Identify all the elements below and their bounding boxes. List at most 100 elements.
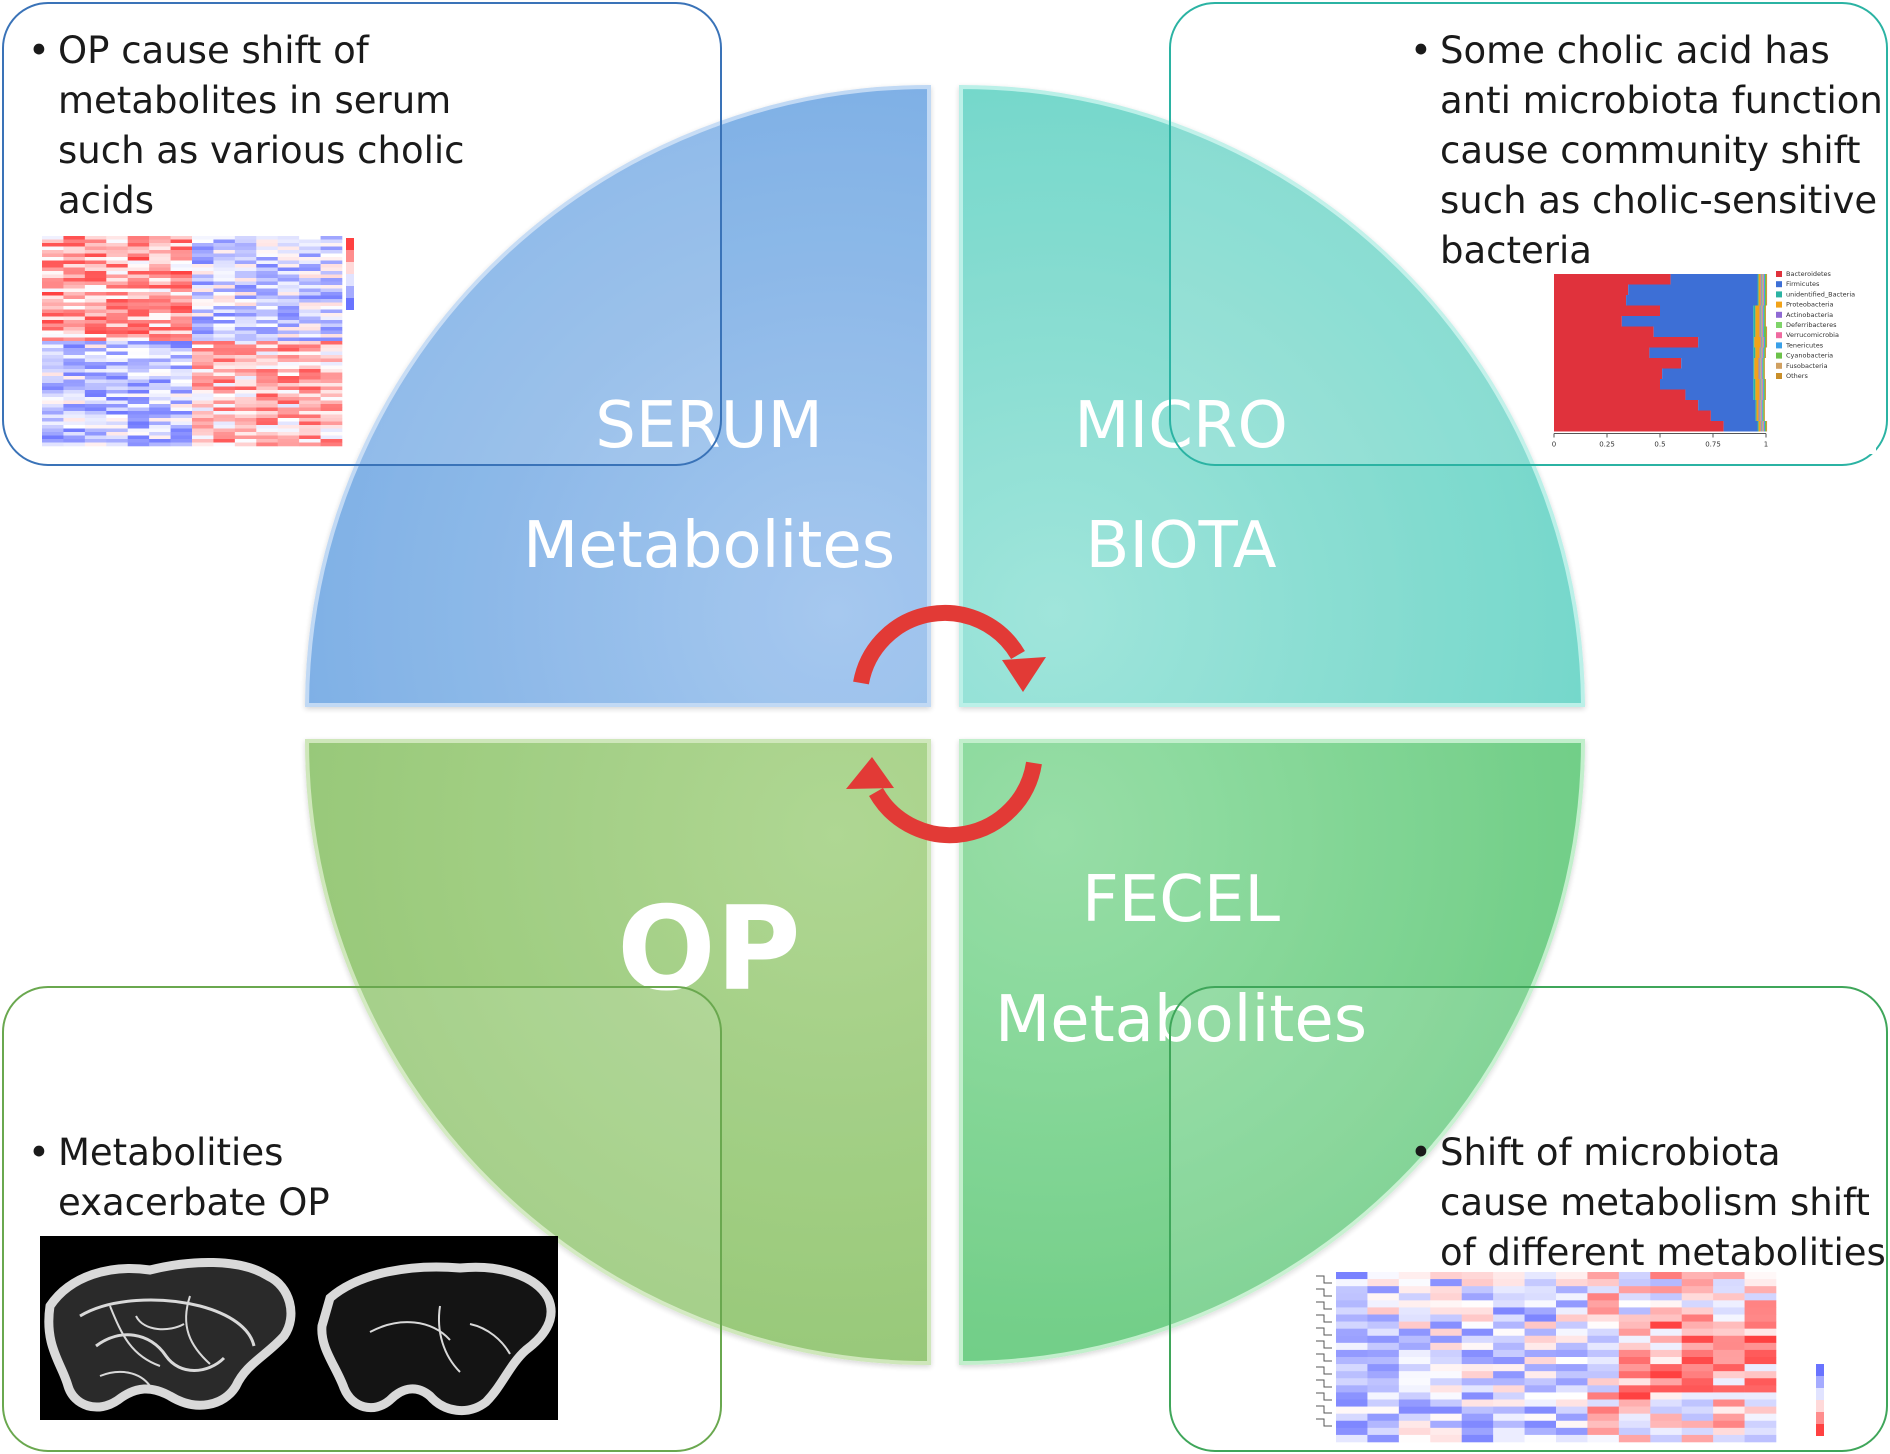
- heatmap-cell: [1681, 1413, 1714, 1422]
- bar-segment: [1766, 326, 1768, 337]
- heatmap-cell: [106, 390, 129, 394]
- heatmap-cell: [1713, 1413, 1745, 1422]
- heatmap-cell: [1618, 1279, 1651, 1287]
- heatmap-cell: [1461, 1293, 1494, 1301]
- heatmap-cell: [63, 404, 86, 408]
- heatmap-cell: [170, 365, 193, 370]
- heatmap-legend-swatch: [1816, 1400, 1824, 1412]
- heatmap-cell: [63, 421, 86, 426]
- bar-segment: [1760, 400, 1762, 411]
- heatmap-cell: [192, 341, 214, 345]
- bar-segment: [1761, 368, 1763, 379]
- heatmap-cell: [84, 295, 107, 300]
- heatmap-cell: [1430, 1286, 1463, 1294]
- bar-segment: [1758, 295, 1761, 306]
- heatmap-cell: [170, 355, 193, 359]
- heatmap-cell: [127, 351, 150, 356]
- heatmap-cell: [84, 271, 107, 275]
- serum-heatmap: [40, 234, 360, 448]
- heatmap-cell: [277, 404, 300, 408]
- heatmap-cell: [42, 421, 64, 426]
- heatmap-cell: [320, 358, 343, 363]
- dendrogram-branch: [1316, 1327, 1332, 1336]
- heatmap-cell: [299, 341, 321, 345]
- heatmap-cell: [1587, 1364, 1620, 1372]
- heatmap-cell: [234, 281, 257, 286]
- heatmap-cell: [1461, 1427, 1494, 1436]
- heatmap-cell: [234, 257, 257, 261]
- heatmap-cell: [1524, 1328, 1557, 1337]
- heatmap-cell: [1461, 1279, 1494, 1287]
- heatmap-cell: [1430, 1328, 1463, 1337]
- heatmap-cell: [234, 239, 257, 244]
- heatmap-cell: [42, 379, 64, 384]
- heatmap-cell: [42, 243, 64, 247]
- heatmap-cell: [1713, 1371, 1745, 1379]
- heatmap-cell: [63, 246, 86, 251]
- heatmap-cell: [127, 386, 150, 391]
- heatmap-cell: [1461, 1420, 1494, 1429]
- heatmap-cell: [192, 383, 214, 387]
- heatmap-cell: [106, 414, 129, 419]
- heatmap-cell: [1681, 1279, 1714, 1287]
- heatmap-cell: [106, 271, 129, 275]
- heatmap-cell: [1587, 1357, 1620, 1365]
- heatmap-cell: [1744, 1279, 1777, 1287]
- dendrogram-branch: [1316, 1418, 1332, 1427]
- heatmap-cell: [1367, 1427, 1400, 1436]
- heatmap-cell: [256, 292, 279, 296]
- dendrogram-branch: [1316, 1353, 1332, 1362]
- bar-segment: [1753, 379, 1756, 390]
- heatmap-cell: [1336, 1300, 1368, 1308]
- heatmap-cell: [1493, 1413, 1525, 1422]
- bar-segment: [1762, 316, 1764, 327]
- heatmap-cell: [234, 274, 257, 279]
- legend-swatch: [1776, 301, 1782, 308]
- heatmap-cell: [320, 411, 343, 415]
- heatmap-cell: [170, 260, 193, 265]
- heatmap-cell: [192, 302, 214, 307]
- bar-segment: [1762, 274, 1764, 285]
- heatmap-cell: [213, 442, 236, 447]
- bar-segment: [1763, 358, 1765, 369]
- heatmap-cell: [42, 383, 64, 387]
- heatmap-cell: [277, 365, 300, 370]
- bar-segment: [1764, 295, 1766, 306]
- heatmap-cell: [1618, 1357, 1651, 1365]
- bar-segment: [1766, 295, 1768, 306]
- bar-segment: [1660, 379, 1754, 390]
- heatmap-cell: [256, 418, 279, 422]
- heatmap-cell: [84, 432, 107, 436]
- heatmap-cell: [1681, 1392, 1714, 1400]
- legend-label: unidentified_Bacteria: [1786, 290, 1855, 298]
- heatmap-cell: [1367, 1300, 1400, 1308]
- heatmap-cell: [299, 274, 321, 279]
- heatmap-cell: [213, 407, 236, 412]
- heatmap-cell: [320, 243, 343, 247]
- heatmap-cell: [127, 278, 150, 282]
- heatmap-cell: [63, 365, 86, 370]
- heatmap-cell: [192, 320, 214, 324]
- microbiota-callout-sentence: Some cholic acid has anti microbiota fun…: [1440, 29, 1883, 272]
- heatmap-cell: [1556, 1385, 1588, 1393]
- heatmap-cell: [1587, 1378, 1620, 1386]
- heatmap-cell: [1618, 1314, 1651, 1322]
- heatmap-cell: [149, 281, 171, 286]
- bar-segment: [1766, 421, 1767, 432]
- heatmap-cell: [1461, 1272, 1494, 1280]
- heatmap-cell: [149, 320, 171, 324]
- heatmap-cell: [1367, 1378, 1400, 1386]
- bar-segment: [1762, 337, 1764, 348]
- heatmap-cell: [84, 386, 107, 391]
- heatmap-cell: [299, 323, 321, 328]
- heatmap-cell: [192, 390, 214, 394]
- heatmap-cell: [1618, 1392, 1651, 1400]
- heatmap-cell: [1524, 1378, 1557, 1386]
- heatmap-cell: [1524, 1413, 1557, 1422]
- heatmap-cell: [192, 278, 214, 282]
- heatmap-cell: [170, 344, 193, 349]
- heatmap-cell: [1650, 1406, 1683, 1414]
- heatmap-cell: [106, 281, 129, 286]
- heatmap-legend-swatch: [346, 250, 354, 262]
- dendrogram-branch: [1316, 1392, 1332, 1401]
